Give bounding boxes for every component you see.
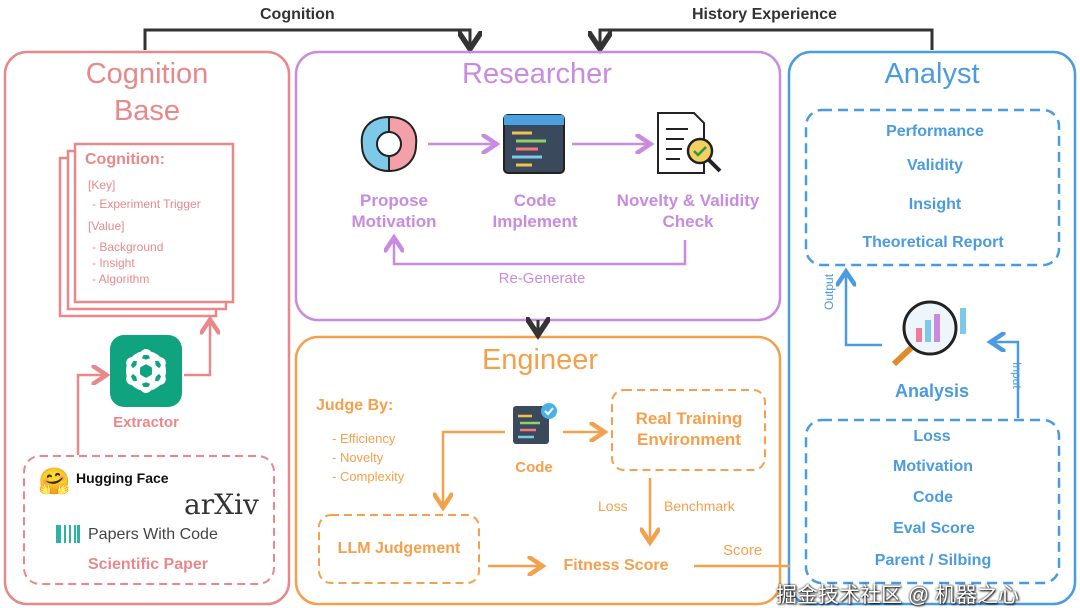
step-label: Propose (359, 191, 429, 210)
scientific-paper-label: Scientific Paper (87, 556, 209, 573)
papers-with-code-logo: Papers With Code (88, 526, 218, 543)
step-label: Novelty & Validity (616, 191, 760, 210)
criterion: - Complexity (332, 469, 405, 484)
value-label: [Value] (88, 219, 125, 233)
cognition-base-title-2: Base (113, 95, 181, 127)
score-label: Score (723, 542, 763, 559)
hugging-face-emoji-icon: 🤗 (38, 466, 71, 496)
env-label: Environment (637, 430, 741, 449)
fitness-score: Fitness Score (563, 557, 669, 574)
arxiv-logo: arXiv (184, 488, 259, 521)
input-item: Loss (913, 428, 951, 445)
criterion: - Novelty (332, 450, 384, 465)
output-item: Insight (908, 196, 962, 213)
step-label: Motivation (351, 212, 437, 231)
value-item: - Algorithm (92, 272, 150, 286)
analyst-title: Analyst (884, 58, 980, 90)
analyst-panel (787, 50, 1077, 606)
step-label: Implement (492, 212, 578, 231)
code-label: Code (515, 459, 553, 476)
output-item: Theoretical Report (862, 234, 1004, 251)
cognition-card-heading: Cognition: (85, 151, 165, 168)
engineer-title: Engineer (481, 344, 599, 376)
extractor-label: Extractor (113, 414, 179, 431)
input-item: Code (913, 489, 953, 506)
cognition-base-title: Cognition (85, 58, 209, 90)
input-item: Eval Score (893, 520, 975, 537)
openai-logo-icon (110, 335, 182, 407)
analysis-magnifier-chart-icon (888, 294, 972, 370)
output-item: Validity (906, 157, 964, 174)
code-window-icon (502, 113, 566, 175)
hugging-face-logo: Hugging Face (76, 470, 169, 486)
ai-brain-icon (356, 113, 422, 175)
input-item: Motivation (893, 458, 973, 475)
key-label: [Key] (88, 178, 116, 192)
researcher-title: Researcher (462, 58, 612, 90)
step-label: Code (513, 191, 557, 210)
value-item: - Background (92, 240, 164, 254)
output-item: Performance (886, 123, 984, 140)
loss-label: Loss (598, 498, 628, 514)
judge-by-label: Judge By: (316, 397, 394, 414)
input-item: Parent / Silbing (874, 552, 992, 569)
key-item: - Experiment Trigger (92, 197, 201, 211)
benchmark-label: Benchmark (664, 498, 735, 514)
papers-with-code-icon (56, 525, 80, 543)
analysis-label: Analysis (894, 381, 970, 401)
output-label: Output (822, 273, 836, 310)
regenerate-label: Re-Generate (498, 270, 586, 287)
input-label: Input (1010, 362, 1024, 389)
step-label: Check (662, 212, 714, 231)
value-item: - Insight (92, 256, 135, 270)
criterion: - Efficiency (332, 431, 396, 446)
checklist-magnifier-icon (654, 111, 724, 177)
watermark: 掘金技术社区 @ 机器之心 (776, 584, 1019, 607)
history-flow-label: History Experience (692, 6, 837, 23)
cognition-base-panel (3, 50, 291, 606)
llm-judgement: LLM Judgement (337, 540, 461, 557)
code-check-icon (512, 402, 558, 446)
cognition-flow-label: Cognition (260, 6, 335, 23)
env-label: Real Training (635, 409, 743, 428)
